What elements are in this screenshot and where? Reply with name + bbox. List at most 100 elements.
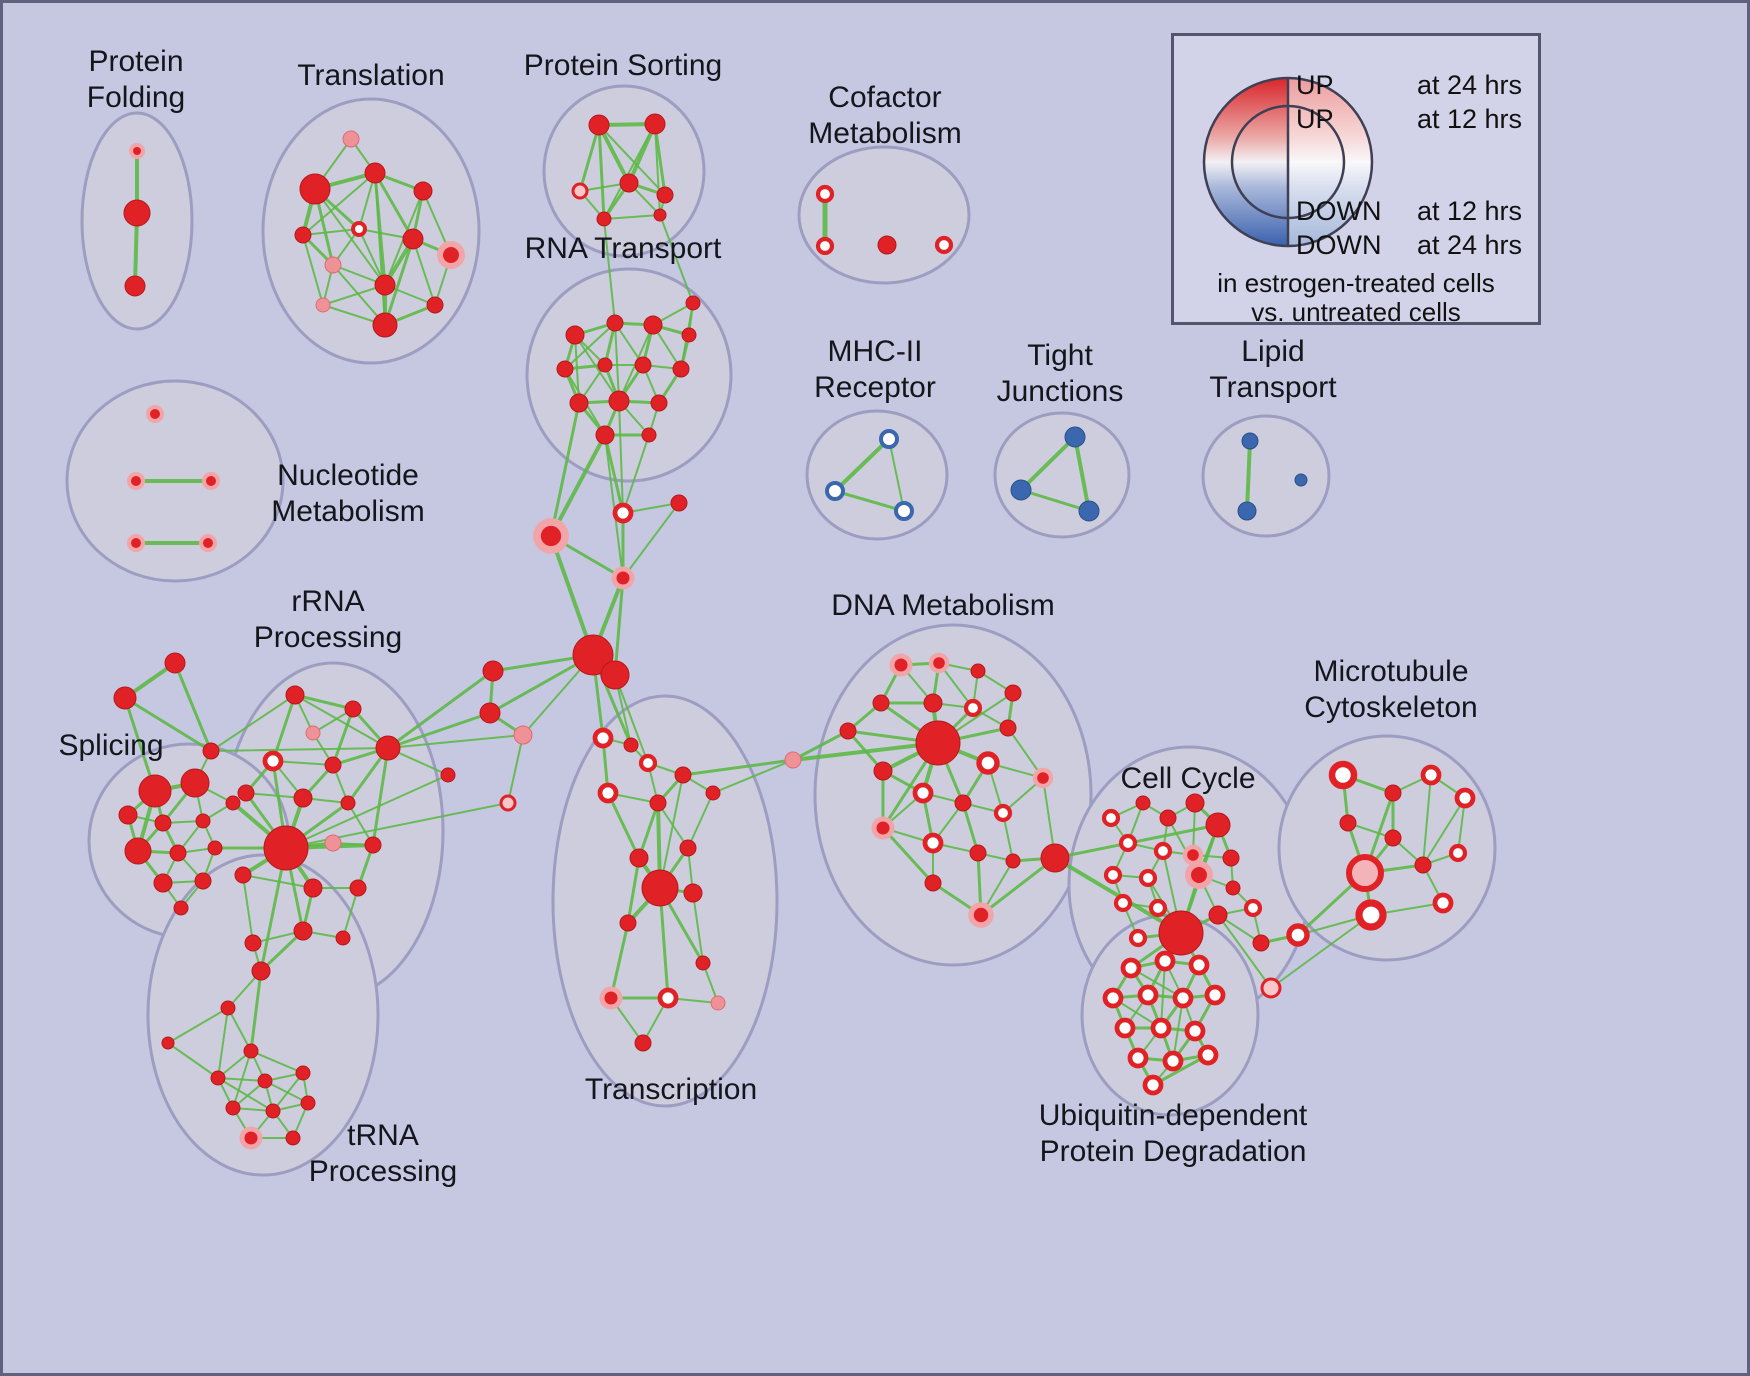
edge bbox=[285, 802, 509, 849]
node-red bbox=[1384, 784, 1402, 802]
node-pink bbox=[342, 130, 360, 148]
edge bbox=[574, 334, 620, 402]
node-ring bbox=[592, 727, 614, 749]
cluster-label-lipid-transport: Transport bbox=[1209, 371, 1337, 404]
legend-up-12-time: at 12 hrs bbox=[1416, 104, 1522, 134]
node-ring bbox=[597, 782, 619, 804]
edge bbox=[387, 734, 524, 749]
node-red bbox=[372, 312, 398, 338]
node-blue bbox=[1010, 479, 1032, 501]
edge bbox=[549, 534, 595, 657]
node-red bbox=[608, 390, 630, 412]
edge bbox=[564, 322, 616, 370]
node-red bbox=[969, 844, 987, 862]
legend-up-24-dir: UP bbox=[1296, 70, 1334, 100]
edge bbox=[227, 1007, 252, 1052]
node-red bbox=[569, 393, 589, 413]
edge bbox=[1151, 1053, 1210, 1087]
node-blue bbox=[1237, 501, 1257, 521]
node-bluering bbox=[894, 501, 914, 521]
cluster-ellipse-lipid-transport bbox=[1201, 414, 1331, 538]
edge bbox=[302, 234, 324, 306]
node-red bbox=[641, 427, 657, 443]
edge bbox=[217, 1077, 266, 1082]
edge bbox=[285, 774, 449, 849]
node-red bbox=[426, 296, 444, 314]
node-red bbox=[324, 756, 342, 774]
node-red bbox=[195, 813, 211, 829]
node-ring bbox=[993, 803, 1013, 823]
edge bbox=[507, 734, 524, 804]
edge bbox=[614, 322, 620, 402]
edge bbox=[692, 892, 704, 964]
cluster-label-nucleotide-metabolism: Metabolism bbox=[271, 495, 424, 528]
node-red bbox=[243, 1043, 259, 1059]
edge bbox=[603, 214, 661, 220]
node-pink bbox=[324, 834, 342, 852]
node-halo bbox=[599, 986, 623, 1010]
node-ring bbox=[1197, 1044, 1219, 1066]
node-ring bbox=[1328, 760, 1358, 790]
node-red bbox=[295, 1065, 311, 1081]
node-red bbox=[123, 199, 151, 227]
cluster-label-ubiquitin-dependent-protein-degradation: Protein Degradation bbox=[1040, 1135, 1307, 1168]
node-red bbox=[375, 735, 401, 761]
node-bigpink bbox=[1346, 854, 1384, 892]
node-red bbox=[839, 722, 857, 740]
node-red bbox=[556, 360, 574, 378]
edge bbox=[609, 921, 630, 1000]
cluster-label-cofactor-metabolism: Cofactor bbox=[828, 81, 941, 114]
node-red bbox=[674, 766, 692, 784]
node-red bbox=[606, 314, 624, 332]
node-red bbox=[705, 785, 721, 801]
node-ring bbox=[1101, 808, 1121, 828]
edge bbox=[888, 438, 905, 512]
edge bbox=[833, 489, 906, 513]
node-ring bbox=[1454, 787, 1476, 809]
node-red bbox=[1384, 829, 1402, 847]
edge bbox=[549, 401, 581, 538]
cluster-label-microtubule-cytoskeleton: Cytoskeleton bbox=[1304, 691, 1477, 724]
node-ring bbox=[1204, 984, 1226, 1006]
edge bbox=[371, 746, 390, 847]
legend-right-half-wash bbox=[1288, 78, 1372, 246]
node-ring bbox=[1148, 898, 1168, 918]
node-ring bbox=[1184, 1020, 1206, 1042]
node-ring bbox=[912, 782, 934, 804]
node-ring bbox=[1127, 1047, 1149, 1069]
edge bbox=[597, 123, 631, 185]
node-halo bbox=[127, 472, 145, 490]
node-halo bbox=[533, 518, 569, 554]
node-blue bbox=[1078, 500, 1100, 522]
node-red bbox=[479, 702, 501, 724]
node-red bbox=[649, 794, 667, 812]
node-ring bbox=[612, 502, 634, 524]
edge bbox=[249, 969, 263, 1053]
cluster-ellipse-dna-metabolism bbox=[813, 623, 1093, 967]
node-red bbox=[263, 825, 309, 871]
node-red bbox=[194, 872, 212, 890]
legend: UP at 24 hrs UP at 12 hrs DOWN at 12 hrs… bbox=[1171, 33, 1541, 327]
edge bbox=[1270, 914, 1372, 989]
edge bbox=[606, 791, 641, 860]
node-red bbox=[1414, 856, 1432, 874]
node-red bbox=[251, 961, 271, 981]
node-red bbox=[293, 921, 313, 941]
cluster-label-tight-junctions: Junctions bbox=[997, 375, 1124, 408]
edge bbox=[549, 433, 607, 538]
edge bbox=[167, 1007, 229, 1044]
edge bbox=[881, 826, 935, 885]
node-halo bbox=[1182, 844, 1204, 866]
node-red bbox=[656, 186, 674, 204]
node-ring bbox=[963, 698, 983, 718]
node-red bbox=[161, 1036, 175, 1050]
node-red bbox=[623, 737, 639, 753]
edge bbox=[833, 437, 891, 493]
node-halo bbox=[871, 816, 895, 840]
node-pinkring bbox=[499, 794, 517, 812]
node-red bbox=[685, 295, 701, 311]
cluster-ellipse-cofactor-metabolism bbox=[797, 145, 971, 285]
cluster-label-nucleotide-metabolism: Nucleotide bbox=[277, 459, 419, 492]
cluster-label-transcription: Transcription bbox=[585, 1073, 757, 1106]
